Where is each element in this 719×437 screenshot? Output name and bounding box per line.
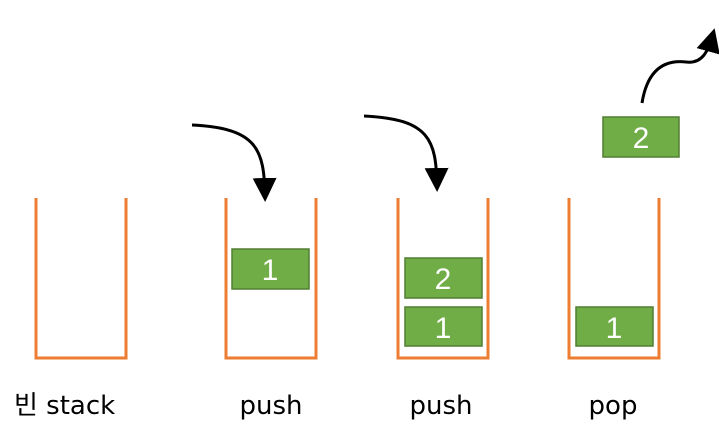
stack-block: 2 bbox=[404, 257, 483, 299]
stack-caption: push bbox=[239, 391, 302, 421]
popped-block: 2 bbox=[602, 116, 680, 158]
stack-push-2: 1 2 push bbox=[363, 114, 490, 421]
stack-caption: push bbox=[409, 391, 472, 421]
stack-container bbox=[34, 198, 128, 360]
stack-block: 1 bbox=[231, 248, 310, 290]
stack-caption: pop bbox=[589, 391, 638, 421]
stack-container bbox=[224, 198, 318, 360]
stack-pop: 1 2 pop bbox=[567, 28, 719, 421]
stack-block: 1 bbox=[404, 306, 483, 347]
stack-container bbox=[396, 198, 490, 360]
stack-block: 1 bbox=[575, 306, 654, 347]
push-arrow bbox=[191, 123, 277, 202]
stack-empty: 빈 stack bbox=[14, 198, 128, 421]
stack-container bbox=[567, 198, 661, 360]
block-label: 2 bbox=[633, 122, 650, 155]
pop-arrow bbox=[640, 28, 719, 104]
stack-caption: 빈 stack bbox=[14, 391, 115, 421]
block-label: 2 bbox=[435, 263, 452, 296]
push-arrow bbox=[363, 114, 449, 192]
stack-push-1: 1 push bbox=[191, 123, 318, 421]
block-label: 1 bbox=[435, 312, 452, 345]
block-label: 1 bbox=[606, 312, 623, 345]
block-label: 1 bbox=[262, 254, 279, 287]
